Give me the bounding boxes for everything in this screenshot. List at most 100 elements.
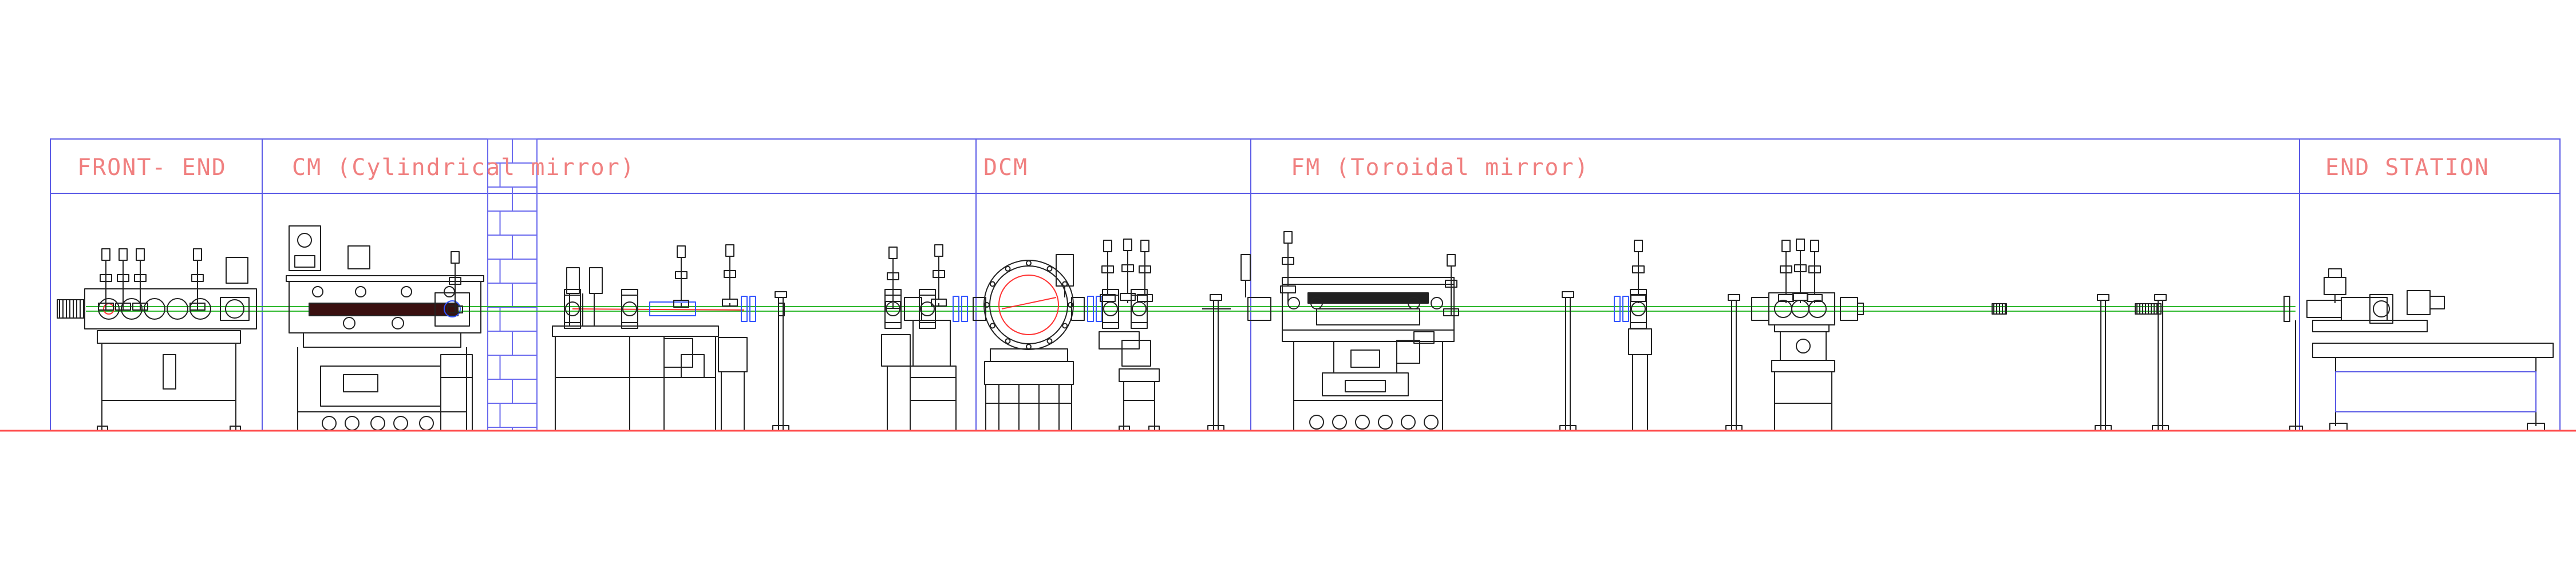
dcm-dn-cross-1-port bbox=[1103, 301, 1118, 316]
dcm-flange-1 bbox=[1087, 296, 1094, 322]
bt-cross-2 bbox=[621, 289, 638, 329]
fm-manipulator-1-knob bbox=[1283, 231, 1293, 244]
fm-st2-manipulator-2-knob bbox=[1796, 239, 1805, 251]
bt-cross-1 bbox=[564, 289, 581, 329]
fm-wheel bbox=[1401, 415, 1416, 430]
dcm-up-flange-2 bbox=[961, 296, 968, 322]
cm-wheel bbox=[370, 416, 385, 431]
cm-end-port bbox=[444, 300, 461, 317]
shielding-wall bbox=[487, 138, 538, 431]
fe-manipulator-collar bbox=[117, 274, 129, 282]
dcm-vessel-bolt bbox=[1046, 338, 1053, 344]
cm-chamber-port bbox=[312, 286, 323, 297]
fm-manipulator-2-collar bbox=[1445, 280, 1457, 288]
dcm-outlet bbox=[1071, 297, 1085, 321]
bt-cross-1-body bbox=[564, 289, 581, 329]
bt-pump-1 bbox=[566, 267, 580, 294]
cm-drive-window bbox=[343, 374, 378, 392]
fm-st2-manipulator-1-knob bbox=[1781, 240, 1791, 252]
dcm-dn-cross-2-body bbox=[1131, 289, 1148, 329]
dcm-dn-stand bbox=[1119, 368, 1160, 431]
fm-dn-cross-body bbox=[1630, 289, 1647, 329]
dcm-downstream-assembly bbox=[1056, 254, 1231, 367]
dcm-up-cross-1 bbox=[884, 289, 902, 329]
dcm-crystal-path bbox=[1001, 297, 1057, 309]
dcm-up-flange-1 bbox=[953, 296, 959, 322]
cm-manipulator-collar bbox=[449, 277, 461, 285]
fe-manipulator-collar bbox=[100, 274, 112, 282]
dcm-dn-cross-1 bbox=[1102, 289, 1119, 329]
cm-manipulator bbox=[447, 251, 463, 313]
es-camera bbox=[2407, 290, 2431, 315]
fe-manipulator bbox=[115, 248, 131, 311]
dcm-up-manipulator-1-knob bbox=[888, 247, 898, 259]
dcm-upstream-assembly bbox=[881, 297, 957, 431]
fm-st2-manipulator-3 bbox=[1807, 240, 1823, 303]
es-camera-lens bbox=[2429, 296, 2445, 309]
dcm-up-manipulator-2-knob bbox=[934, 244, 943, 257]
fm-st2-port bbox=[1808, 300, 1827, 318]
fm-dn-manipulator bbox=[1630, 240, 1646, 303]
cm-controller-dial bbox=[297, 233, 312, 248]
fm-manipulator-1 bbox=[1280, 231, 1296, 303]
dcm-vessel-bolt bbox=[989, 281, 995, 287]
fm-manipulator-2 bbox=[1443, 254, 1459, 316]
dcm-dn-manipulator-1-collar bbox=[1101, 265, 1114, 273]
dcm-flange-2 bbox=[1096, 296, 1103, 322]
cm-table bbox=[303, 332, 461, 348]
dcm-dn-cross-2 bbox=[1131, 289, 1148, 329]
dcm-dn-manipulator-2-collar bbox=[1121, 264, 1134, 272]
fm-st2-table bbox=[1771, 360, 1835, 372]
fm-side-pump bbox=[1396, 340, 1420, 364]
fm-flange-end bbox=[2283, 296, 2290, 322]
fm-st2-manipulator-1 bbox=[1778, 240, 1794, 303]
cm-wheel bbox=[393, 416, 408, 431]
fe-stand-jack bbox=[163, 354, 176, 390]
fe-manipulator-knob bbox=[118, 248, 128, 261]
dcm-dn-post-cap bbox=[1210, 294, 1222, 301]
fm-st2-manipulator-1-collar bbox=[1780, 265, 1792, 273]
section-label-cm: CM (Cylindrical mirror) bbox=[292, 154, 635, 181]
fm-dn-manipulator-knob bbox=[1634, 240, 1643, 252]
fm-post-1-cap bbox=[1562, 291, 1574, 298]
section-label-dcm: DCM bbox=[983, 154, 1028, 181]
dcm-vessel-outer bbox=[983, 260, 1074, 350]
dcm-vessel-bolt bbox=[1026, 260, 1032, 266]
dcm-dn-manipulator-2 bbox=[1120, 239, 1136, 303]
end-station-assembly bbox=[2289, 268, 2554, 431]
fm-st2-manipulator-3-collar bbox=[1808, 265, 1821, 273]
dcm-dn-manipulator-3 bbox=[1137, 240, 1153, 303]
dcm-up-cross-1-port bbox=[886, 301, 900, 316]
dcm-up-flange-2 bbox=[961, 296, 968, 322]
dcm-up-control bbox=[912, 320, 951, 367]
fe-pump bbox=[226, 257, 248, 284]
cm-manipulator-knob bbox=[451, 251, 460, 264]
fm-post-3 bbox=[2095, 294, 2112, 431]
bt-cross-2-body bbox=[621, 289, 638, 329]
dcm-dn-pump-box bbox=[1121, 340, 1151, 367]
bt-cross-2-port bbox=[622, 301, 637, 316]
bt-post-1 bbox=[772, 291, 789, 431]
fm-st2-manipulator-2 bbox=[1792, 239, 1808, 303]
dcm-up-cross-1-body bbox=[884, 289, 902, 329]
fe-manipulator-collar bbox=[191, 274, 204, 282]
dcm-dn-manipulator-2-flange bbox=[1120, 293, 1136, 301]
fe-viewport bbox=[167, 298, 188, 320]
bt-flange-2 bbox=[749, 296, 756, 322]
fe-manipulator-knob bbox=[193, 248, 202, 261]
es-detector-port bbox=[2373, 300, 2390, 317]
equipment-group bbox=[57, 225, 2554, 431]
dcm-up-manipulator-1-collar bbox=[887, 272, 899, 280]
dcm-vessel-bolt bbox=[1068, 302, 1073, 308]
fe-stand-top bbox=[97, 330, 241, 344]
fe-manipulator-knob bbox=[136, 248, 145, 261]
es-table-top bbox=[2312, 343, 2554, 358]
fe-viewport bbox=[144, 298, 165, 320]
fm-mirror bbox=[1307, 292, 1429, 304]
fm-flange-1 bbox=[1614, 296, 1621, 322]
front-end-assembly bbox=[57, 257, 257, 390]
fe-viewport bbox=[189, 298, 211, 320]
dcm-dn-manipulator-2-knob bbox=[1123, 239, 1132, 251]
es-pump bbox=[2324, 277, 2346, 295]
cm-controller-panel bbox=[294, 255, 315, 268]
